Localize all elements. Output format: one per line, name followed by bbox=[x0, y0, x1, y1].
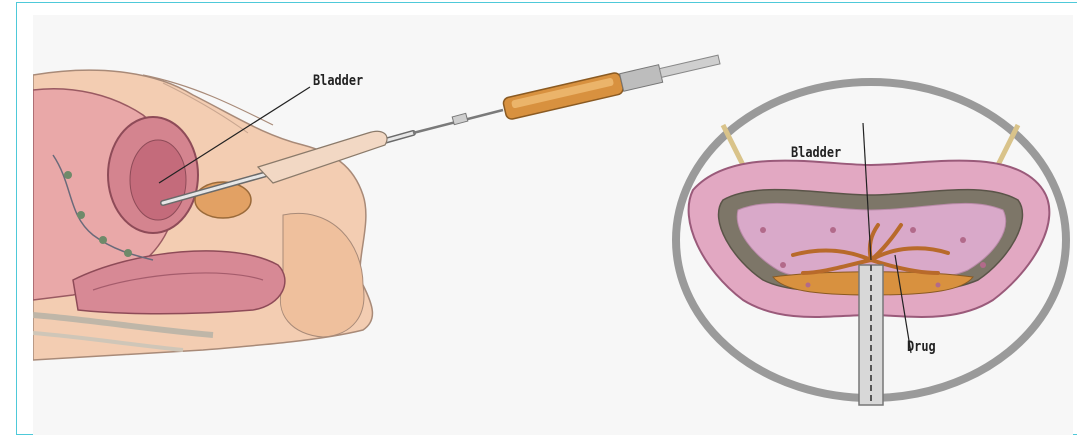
intravesical-injection-illustration bbox=[33, 15, 1073, 435]
drug-label: Drug bbox=[907, 339, 936, 355]
pelvic-cross-section bbox=[33, 70, 372, 360]
magnified-bladder-view bbox=[676, 82, 1066, 405]
figure-canvas: Bladder Bladder Drug bbox=[33, 15, 1073, 435]
figure-frame: Bladder Bladder Drug bbox=[16, 2, 1077, 435]
bladder-left-label: Bladder bbox=[313, 73, 363, 89]
bladder-right-label: Bladder bbox=[791, 145, 841, 161]
